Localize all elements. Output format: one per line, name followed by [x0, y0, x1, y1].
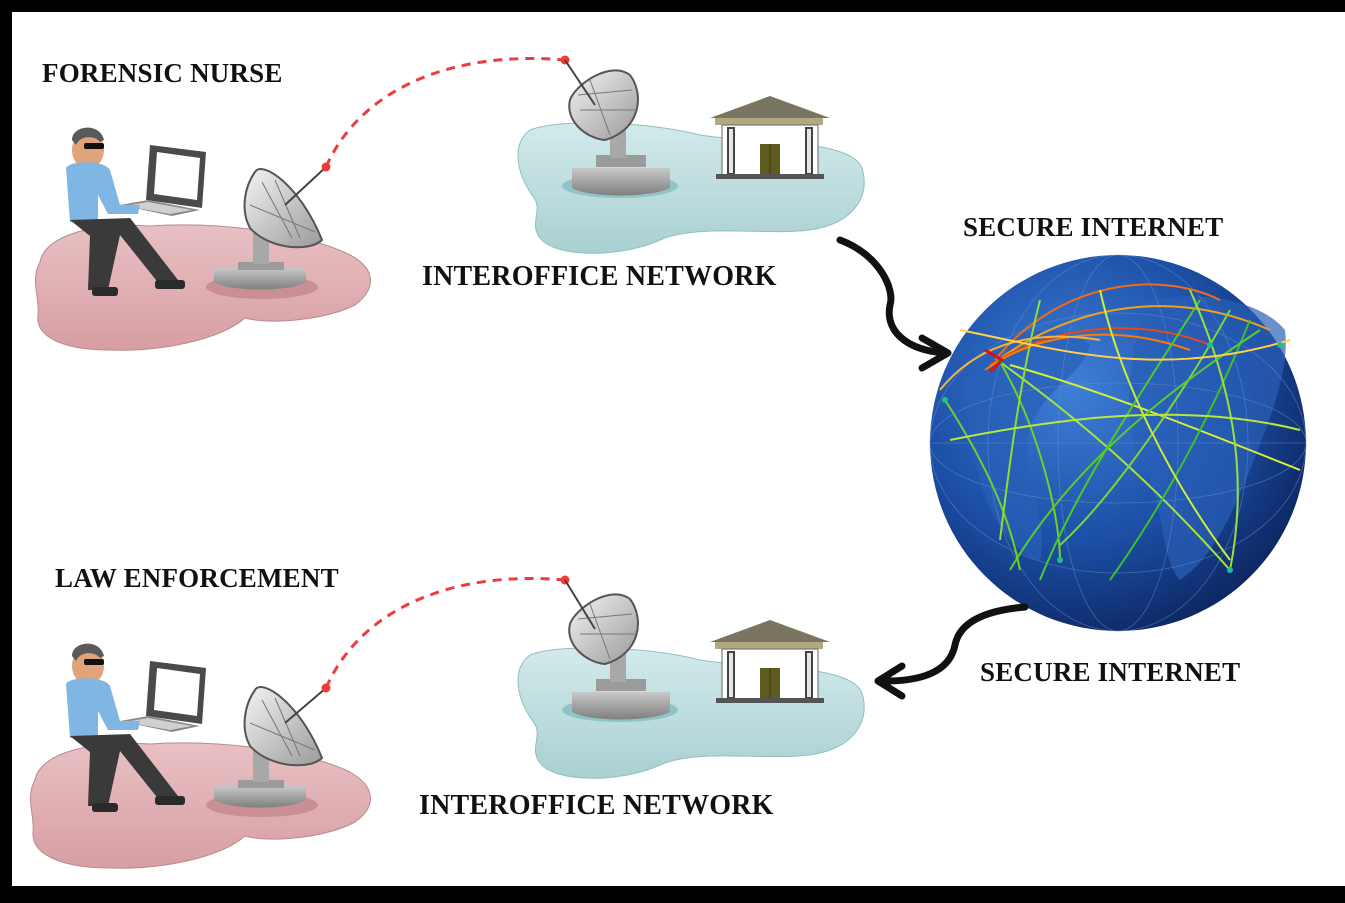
forensic-nurse-label: FORENSIC NURSE	[42, 58, 283, 88]
laptop-icon	[120, 661, 206, 732]
satellite-dish-icon	[214, 166, 327, 290]
forensic-nurse-station	[35, 127, 371, 351]
office-building-icon	[710, 620, 830, 703]
satellite-dish-icon	[564, 579, 670, 720]
interoffice-network-top	[517, 59, 865, 254]
secure-internet-label-bottom: SECURE INTERNET	[980, 657, 1241, 687]
law-enforcement-station	[30, 643, 371, 869]
interoffice-network-label-bottom: INTEROFFICE NETWORK	[419, 790, 774, 821]
secure-internet-label-top: SECURE INTERNET	[963, 212, 1224, 242]
wireless-link-bottom	[324, 577, 566, 689]
user-island-bottom	[30, 742, 371, 869]
satellite-dish-icon	[214, 686, 327, 808]
law-enforcement-label: LAW ENFORCEMENT	[55, 563, 339, 593]
wireless-link-top	[324, 57, 566, 168]
nurse-person-icon	[66, 127, 185, 296]
satellite-dish-icon	[564, 59, 670, 196]
officer-person-icon	[66, 643, 185, 812]
link-endpoint	[321, 683, 331, 693]
arrow-to-internet	[836, 236, 952, 372]
interoffice-network-bottom	[517, 579, 865, 779]
globe-icon	[929, 254, 1307, 632]
link-endpoint	[321, 162, 331, 172]
arrow-to-office	[874, 603, 1029, 700]
interoffice-network-label-top: INTEROFFICE NETWORK	[422, 261, 777, 292]
user-island-top	[35, 224, 371, 351]
office-building-icon	[710, 96, 830, 179]
laptop-icon	[120, 145, 206, 216]
